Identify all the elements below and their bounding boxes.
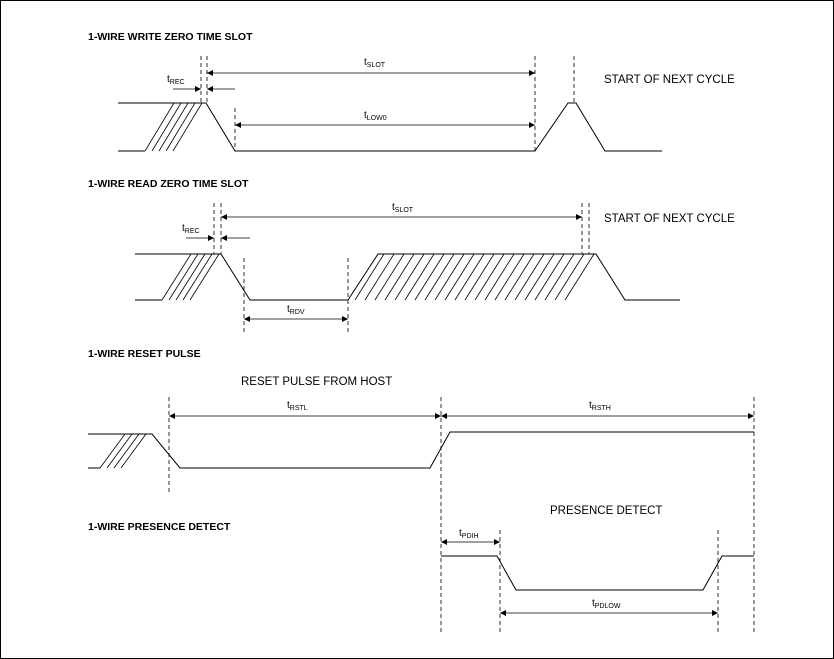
hatch-line	[434, 253, 465, 301]
hatch-line	[394, 253, 425, 301]
hatch-line	[484, 253, 515, 301]
read-zero-waveform-right	[347, 253, 680, 301]
presence-tpdih-label: tPDIH	[459, 528, 479, 540]
read-zero-waveform-left	[135, 253, 348, 301]
hatch-line	[404, 253, 435, 301]
read-zero-hatch-left	[161, 253, 220, 301]
read-next-cycle-note: START OF NEXT CYCLE	[604, 213, 735, 225]
hatch-line	[474, 253, 505, 301]
reset-trstl-label: tRSTL	[287, 400, 308, 412]
hatch-line	[364, 253, 395, 301]
hatch-line	[544, 253, 575, 301]
hatch-line	[414, 253, 445, 301]
presence-detect-waveform	[441, 555, 754, 591]
reset-pulse-waveform	[88, 431, 754, 469]
hatch-line	[464, 253, 495, 301]
reset-guides	[168, 397, 755, 635]
hatch-line	[494, 253, 525, 301]
hatch-line	[374, 253, 405, 301]
presence-detect-note: PRESENCE DETECT	[550, 505, 662, 517]
heading-reset-pulse: 1-WIRE RESET PULSE	[88, 348, 201, 360]
read-trec-label: tREC	[182, 223, 200, 235]
hatch-line	[504, 253, 535, 301]
hatch-line	[564, 253, 595, 301]
reset-trsth-label: tRSTH	[589, 400, 611, 412]
hatch-line	[554, 253, 585, 301]
heading-write-zero: 1-WIRE WRITE ZERO TIME SLOT	[88, 31, 253, 43]
write-zero-hatch	[144, 102, 203, 152]
read-zero-guides	[213, 203, 590, 333]
reset-from-host-note: RESET PULSE FROM HOST	[241, 376, 392, 388]
reset-hatch	[99, 433, 147, 469]
presence-tpdlow-label: tPDLOW	[592, 598, 621, 610]
heading-presence-detect: 1-WIRE PRESENCE DETECT	[88, 521, 231, 533]
hatch-line	[534, 253, 565, 301]
hatch-line	[454, 253, 485, 301]
read-zero-hatch-main	[354, 253, 595, 301]
heading-read-zero: 1-WIRE READ ZERO TIME SLOT	[88, 178, 249, 190]
hatch-line	[424, 253, 455, 301]
write-zero-guides	[200, 56, 575, 151]
write-tslot-label: tSLOT	[364, 57, 386, 69]
write-tlow0-label: tLOW0	[364, 110, 387, 122]
hatch-line	[444, 253, 475, 301]
hatch-line	[514, 253, 545, 301]
presence-guides	[499, 530, 719, 635]
write-zero-waveform	[118, 102, 662, 152]
hatch-line	[384, 253, 415, 301]
read-trdv-label: tRDV	[287, 304, 305, 316]
read-tslot-label: tSLOT	[392, 202, 414, 214]
write-trec-label: tREC	[167, 74, 185, 86]
hatch-line	[354, 253, 385, 301]
hatch-line	[524, 253, 555, 301]
write-next-cycle-note: START OF NEXT CYCLE	[604, 74, 735, 86]
